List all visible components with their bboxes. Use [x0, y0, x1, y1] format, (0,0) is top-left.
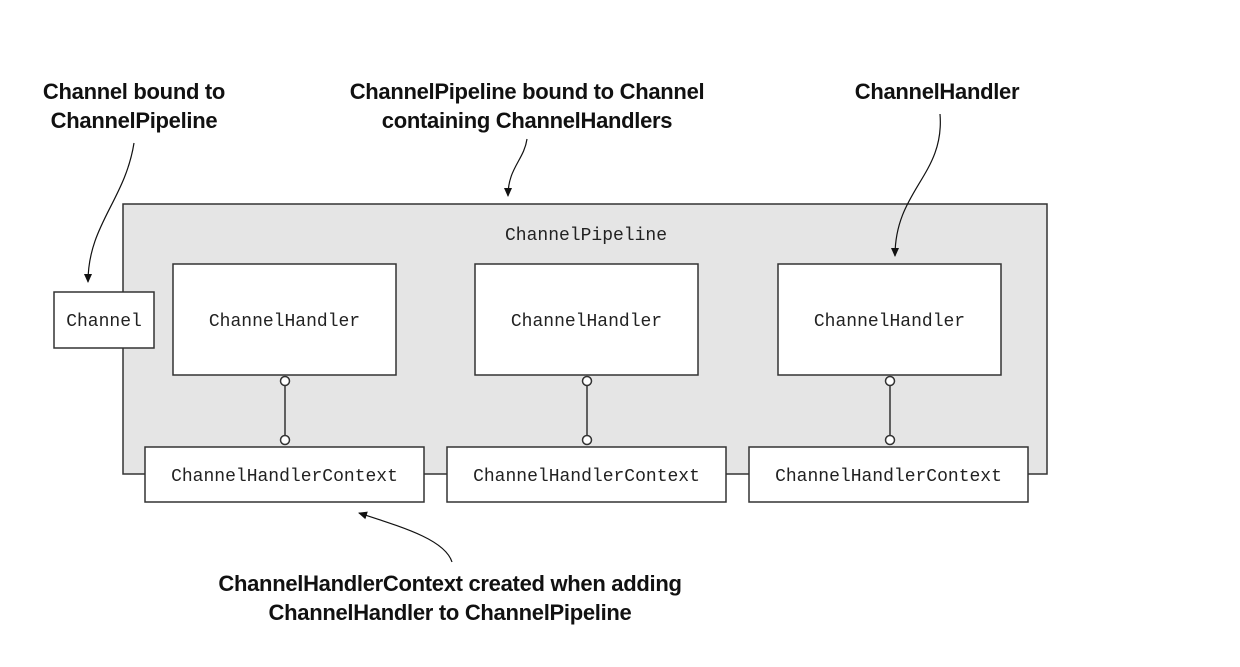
channel-handler-context-3: ChannelHandlerContext	[748, 446, 1029, 503]
channel-rect	[53, 291, 155, 349]
pipeline-bound-callout-line-1: ChannelPipeline bound to Channel	[349, 79, 705, 104]
handler-label-1: ChannelHandler	[209, 312, 360, 332]
connector-bottom-dot-2	[581, 434, 593, 446]
context-label-2: ChannelHandlerContext	[473, 467, 700, 487]
connector-top-dot-2	[581, 375, 593, 387]
handler-rect-2	[474, 263, 699, 376]
channel-handler-context-2: ChannelHandlerContext	[446, 446, 727, 503]
handler-label-2: ChannelHandler	[511, 312, 662, 332]
handler-context-connector-2	[581, 375, 593, 446]
handler-context-connector-3	[884, 375, 896, 446]
connector-bottom-dot-1	[279, 434, 291, 446]
context-created-callout-line-1: ChannelHandlerContext created when addin…	[218, 571, 682, 596]
context-created-callout: ChannelHandlerContext created when addin…	[190, 569, 710, 627]
context-rect-1	[144, 446, 425, 503]
context-created-callout-line-2: ChannelHandler to ChannelPipeline	[268, 600, 632, 625]
channel-handler-1: ChannelHandler	[172, 263, 397, 376]
context-rect-2	[446, 446, 727, 503]
channel-box: Channel	[53, 291, 155, 349]
channel-bound-callout: Channel bound to ChannelPipeline	[34, 77, 234, 135]
channel-label: Channel	[66, 312, 142, 332]
handler-label-3: ChannelHandler	[814, 312, 965, 332]
pipeline-bound-callout: ChannelPipeline bound to Channel contain…	[337, 77, 717, 135]
channel-handler-3: ChannelHandler	[777, 263, 1002, 376]
channel-bound-callout-line-2: ChannelPipeline	[50, 108, 218, 133]
context-callout-arrow	[358, 511, 453, 563]
connector-top-dot-1	[279, 375, 291, 387]
connector-top-dot-3	[884, 375, 896, 387]
context-label-3: ChannelHandlerContext	[775, 467, 1002, 487]
pipeline-label: ChannelPipeline	[505, 226, 667, 246]
pipeline-callout-arrow	[504, 138, 528, 197]
handler-rect-3	[777, 263, 1002, 376]
channel-bound-callout-line-1: Channel bound to	[42, 79, 226, 104]
context-label-1: ChannelHandlerContext	[171, 467, 398, 487]
handler-rect-1	[172, 263, 397, 376]
handler-callout-arrow	[891, 113, 941, 257]
handler-callout: ChannelHandler	[837, 77, 1037, 106]
channel-handler-2: ChannelHandler	[474, 263, 699, 376]
handler-context-connector-1	[279, 375, 291, 446]
channel-handler-context-1: ChannelHandlerContext	[144, 446, 425, 503]
handler-callout-line-1: ChannelHandler	[854, 79, 1020, 104]
channel-callout-arrow	[84, 142, 135, 283]
connector-bottom-dot-3	[884, 434, 896, 446]
context-rect-3	[748, 446, 1029, 503]
pipeline-bound-callout-line-2: containing ChannelHandlers	[381, 108, 673, 133]
